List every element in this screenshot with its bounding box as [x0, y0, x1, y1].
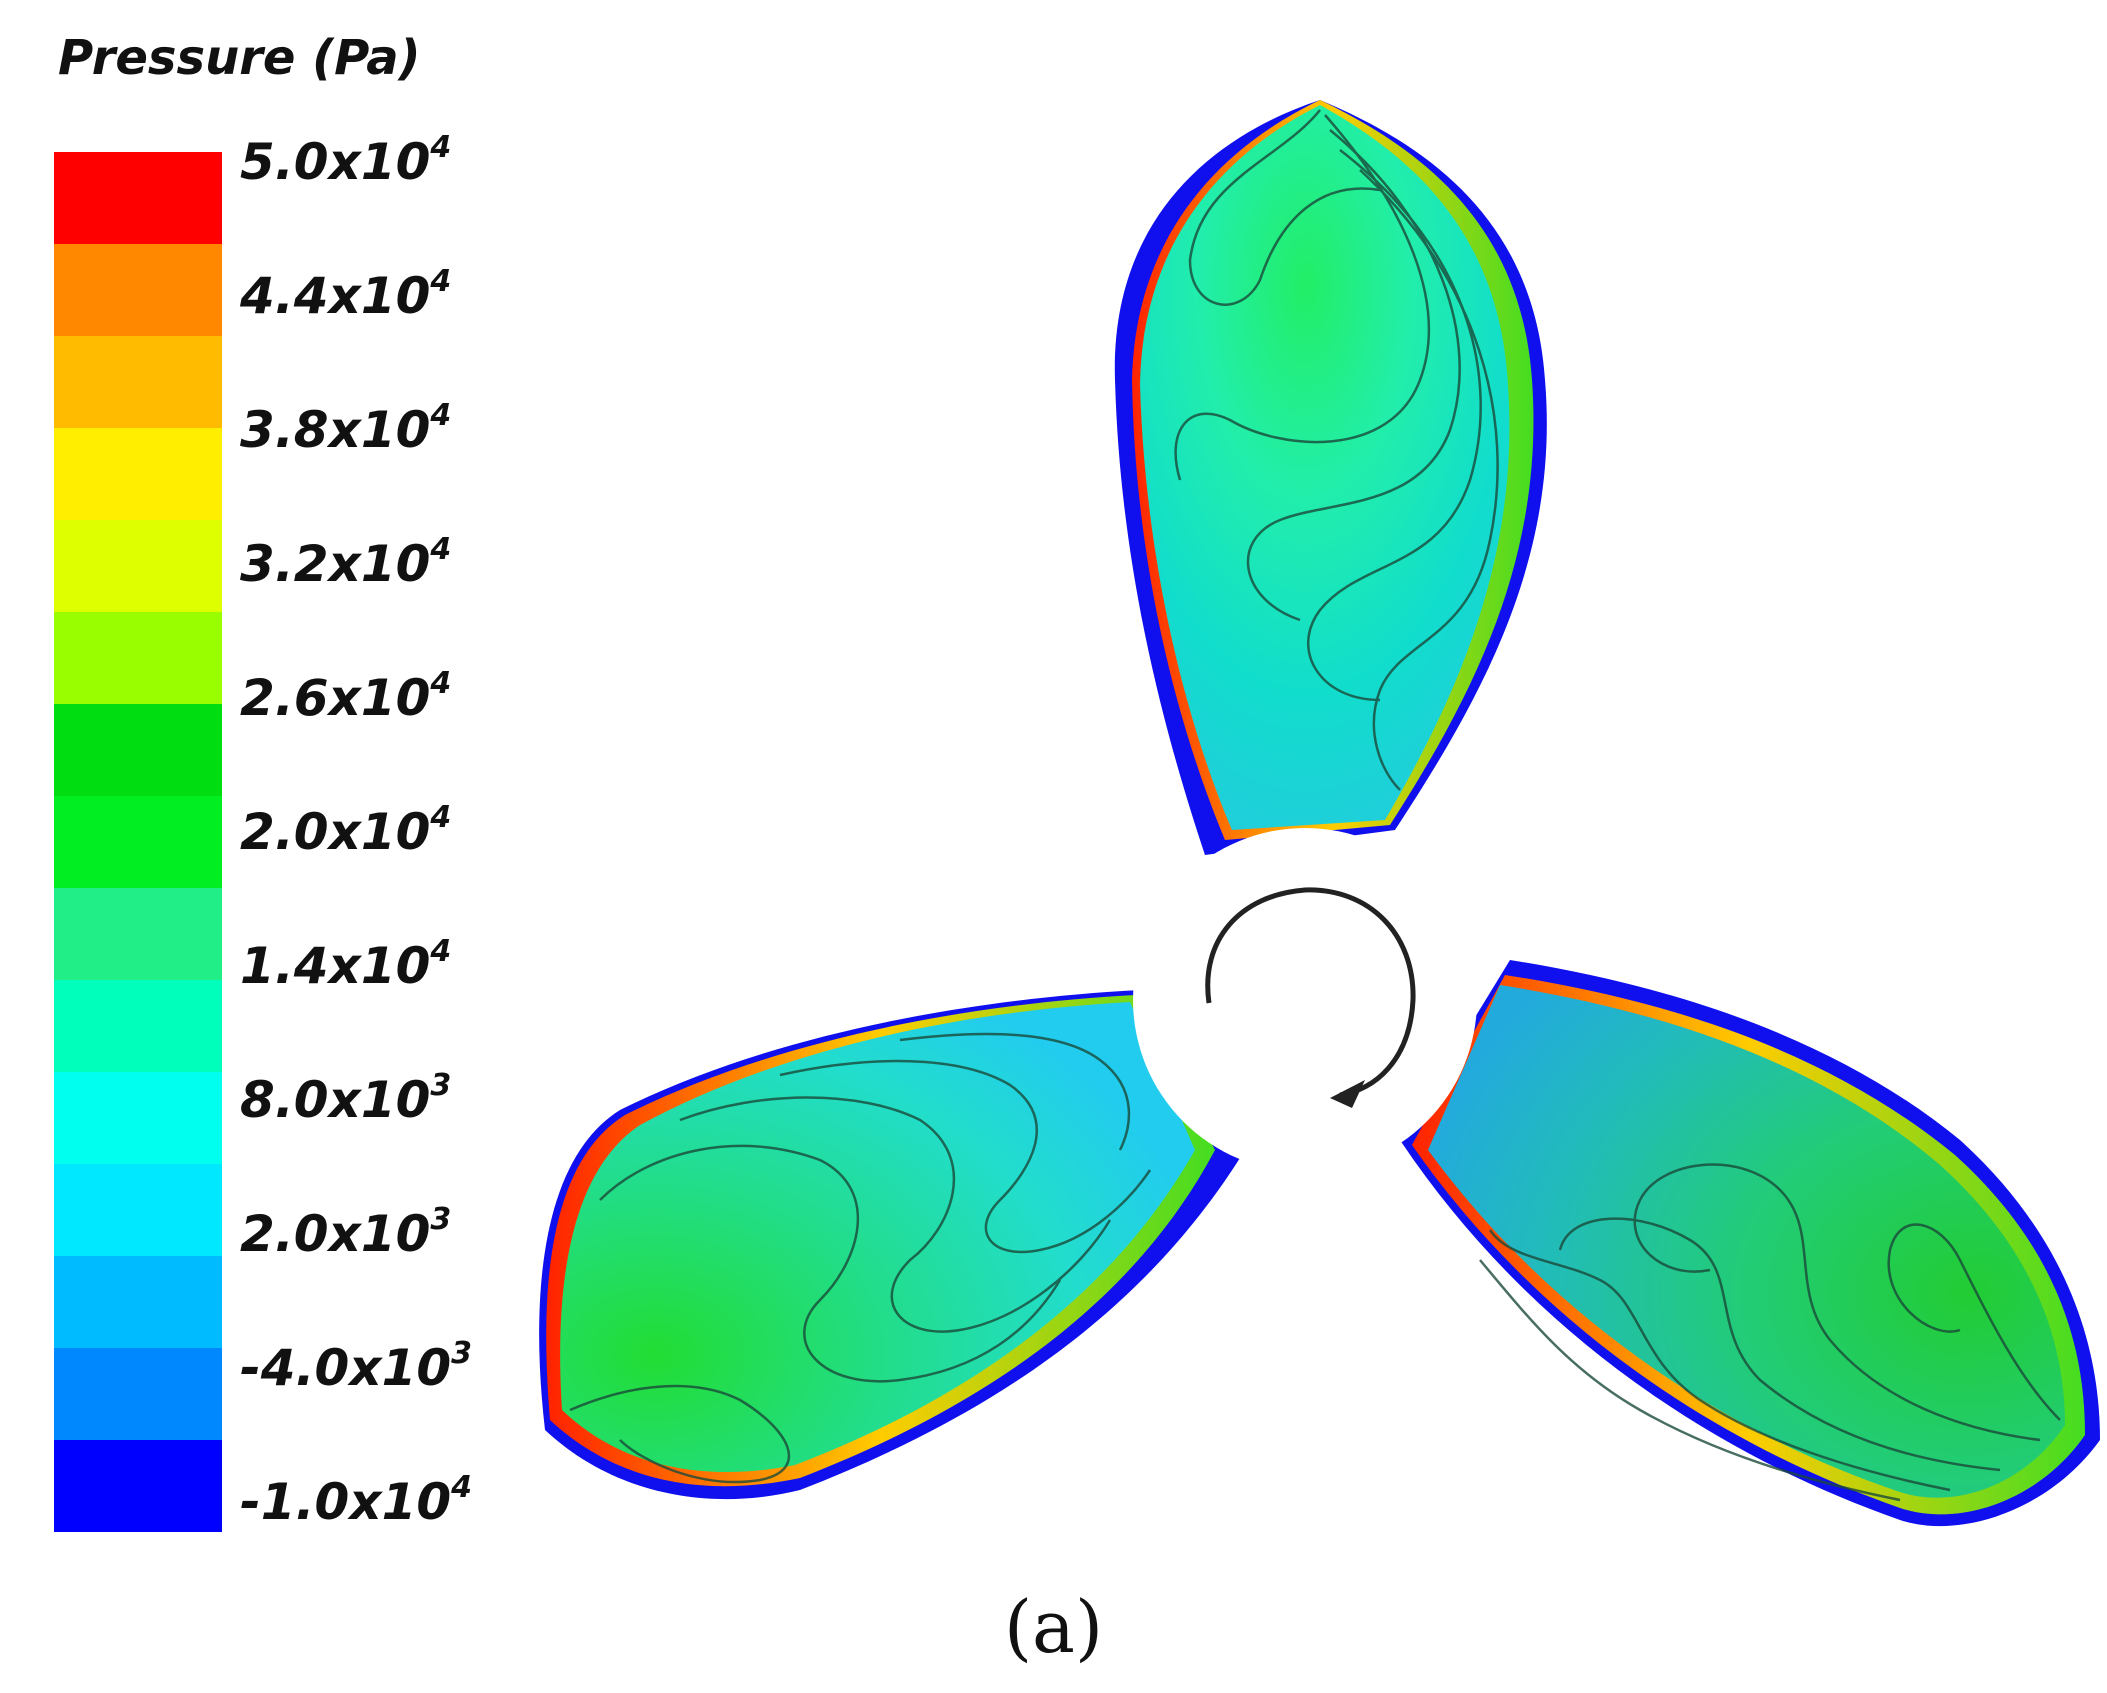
colorbar-tick-label: 4.4x104 [240, 264, 452, 326]
rotation-direction-arrow [1205, 887, 1416, 1108]
colorbar-tick-label: -1.0x104 [240, 1470, 473, 1532]
colorbar-tick-label: 1.4x104 [240, 934, 452, 996]
colorbar [54, 152, 222, 1532]
colorbar-swatch [54, 336, 222, 428]
colorbar-tick-label: 8.0x103 [240, 1068, 452, 1130]
colorbar-swatch [54, 1440, 222, 1532]
colorbar-swatch [54, 888, 222, 980]
colorbar-swatch [54, 1072, 222, 1164]
hub [1133, 828, 1477, 1172]
colorbar-swatch [54, 428, 222, 520]
blade-top [1114, 100, 1547, 855]
colorbar-swatch [54, 704, 222, 796]
colorbar-swatch [54, 796, 222, 888]
colorbar-swatch [54, 1164, 222, 1256]
colorbar-swatch [54, 1348, 222, 1440]
colorbar-tick-label: 2.0x103 [240, 1202, 452, 1264]
colorbar-swatch [54, 612, 222, 704]
colorbar-swatch [54, 244, 222, 336]
colorbar-tick-label: -4.0x103 [240, 1336, 473, 1398]
colorbar-swatch [54, 1256, 222, 1348]
colorbar-swatch [54, 520, 222, 612]
colorbar-tick-label: 3.8x104 [240, 398, 452, 460]
colorbar-tick-label: 2.6x104 [240, 666, 452, 728]
colorbar-tick-label: 5.0x104 [240, 130, 452, 192]
panel-label: (a) [1003, 1585, 1104, 1669]
blade-left [539, 990, 1245, 1500]
legend-title: Pressure (Pa) [58, 30, 421, 86]
blade-right [1400, 960, 2100, 1527]
colorbar-tick-label: 3.2x104 [240, 532, 452, 594]
colorbar-swatch [54, 152, 222, 244]
colorbar-tick-label: 2.0x104 [240, 800, 452, 862]
colorbar-swatch [54, 980, 222, 1072]
